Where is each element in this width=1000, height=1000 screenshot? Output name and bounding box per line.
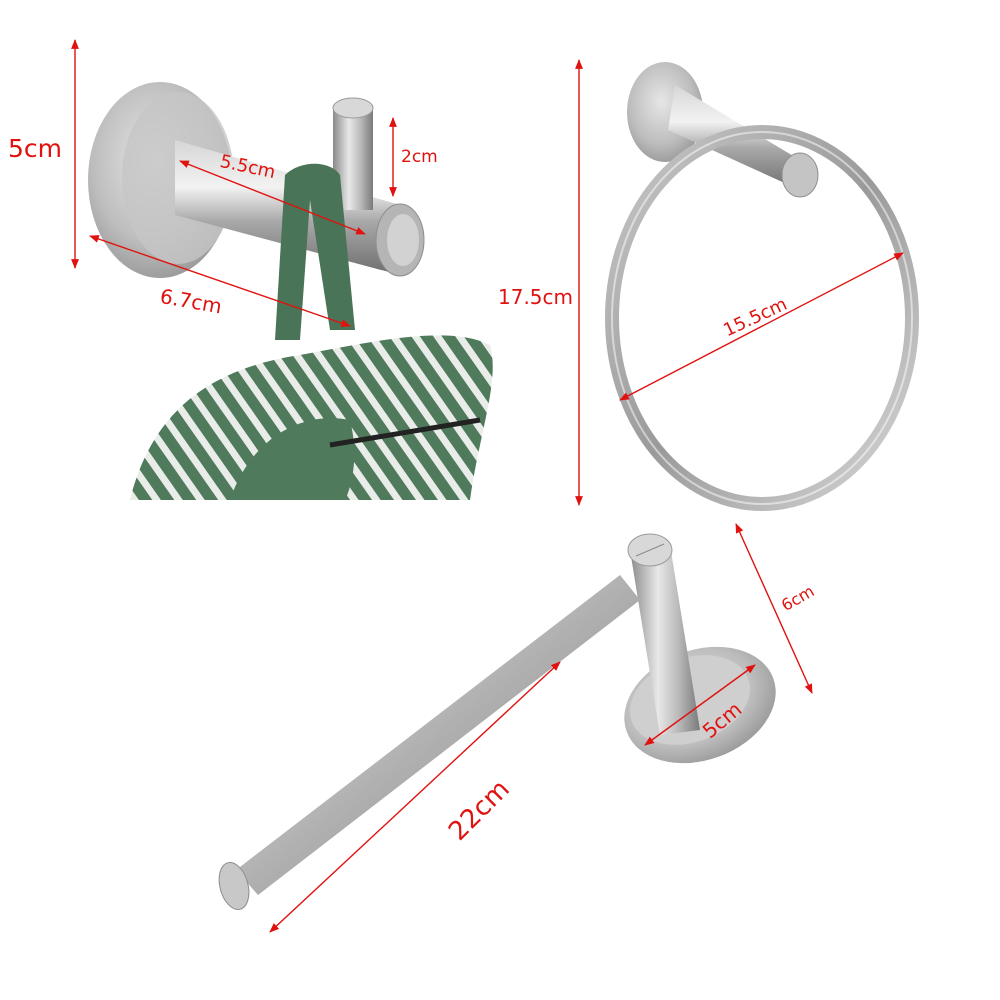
label-height: 6cm	[778, 581, 817, 615]
label-base-diameter: 5cm	[8, 134, 62, 163]
label-ring-diameter: 15.5cm	[720, 294, 790, 342]
dimension-arrow-ring-diameter	[619, 252, 904, 401]
towel-ring-product	[605, 62, 919, 511]
label-bar-length: 22cm	[443, 774, 516, 847]
label-tip-height: 2cm	[401, 147, 438, 167]
dimension-arrow-arm-length	[179, 160, 366, 235]
label-total-height: 17.5cm	[498, 285, 573, 309]
striped-towel	[130, 335, 493, 500]
dimension-arrow-height	[735, 523, 813, 694]
dimension-arrow-total-depth	[89, 235, 351, 327]
robe-hook-product	[88, 82, 493, 500]
dimension-arrow-bar-length	[269, 661, 561, 933]
dimension-arrow-base-diameter	[644, 664, 756, 746]
holder-bar-end-cap	[218, 862, 250, 910]
holder-bar	[236, 575, 640, 895]
label-total-depth: 6.7cm	[158, 284, 224, 318]
